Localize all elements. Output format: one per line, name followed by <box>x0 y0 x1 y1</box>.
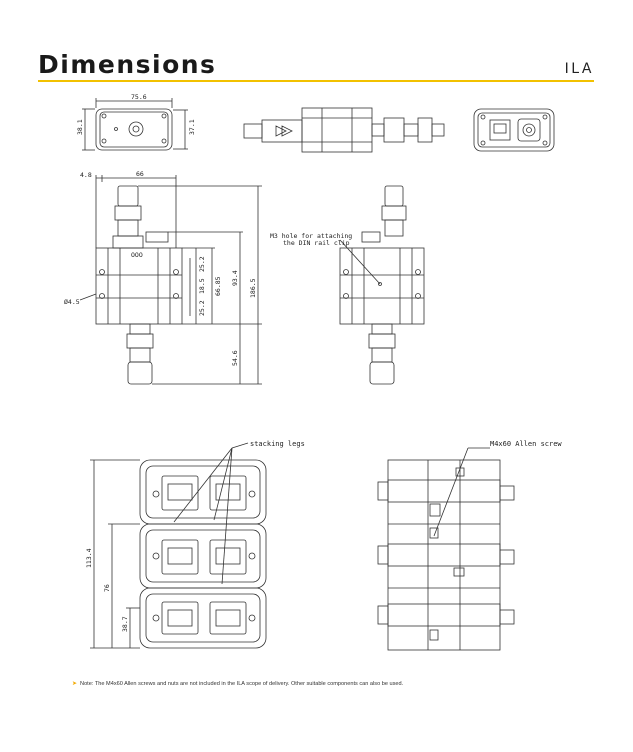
front-view-drawing: OOO <box>79 175 262 385</box>
dim-66-85: 66.85 <box>214 276 222 296</box>
stacking-legs-label: stacking legs <box>250 440 305 448</box>
side-view-din-drawing <box>339 185 425 385</box>
page-header: Dimensions ILA <box>38 50 594 84</box>
dim-top-height-right: 37.1 <box>188 119 196 135</box>
dim-stack-76: 76 <box>103 584 111 592</box>
m3-hole-label-line2: the DIN rail clip <box>283 239 350 247</box>
dim-186-5: 186.5 <box>249 278 257 298</box>
dim-18-5: 18.5 <box>198 278 206 294</box>
dim-stack-113-4: 113.4 <box>85 548 93 568</box>
dim-25-2-b: 25.2 <box>198 300 206 316</box>
page-title: Dimensions <box>38 50 217 79</box>
dim-top-width: 75.6 <box>131 93 147 101</box>
dim-hole-dia: Ø4.5 <box>64 298 80 306</box>
product-name: ILA <box>564 61 594 77</box>
dim-front-offset: 4.8 <box>80 171 92 179</box>
dim-93-4: 93.4 <box>231 270 239 286</box>
dim-top-height-left: 38.1 <box>76 119 84 135</box>
m3-hole-label-line1: M3 hole for attaching <box>270 232 352 240</box>
dim-25-2-a: 25.2 <box>198 256 206 272</box>
dim-stack-38-7: 38.7 <box>121 616 129 632</box>
allen-screw-label: M4x60 Allen screw <box>490 440 562 448</box>
footnote-arrow-icon: ➤ <box>72 681 78 687</box>
top-view-drawing <box>82 98 188 151</box>
dim-front-width: 66 <box>136 170 144 178</box>
stacked-front-view <box>90 442 267 649</box>
stacked-side-view <box>377 447 515 651</box>
header-rule <box>38 80 594 82</box>
footnote: ➤Note: The M4x60 Allen screws and nuts a… <box>72 680 403 687</box>
side-view-drawing <box>243 107 445 153</box>
footnote-text: Note: The M4x60 Allen screws and nuts ar… <box>80 681 404 687</box>
dim-54-6: 54.6 <box>231 350 239 366</box>
connector-face-view <box>473 108 555 152</box>
svg-text:OOO: OOO <box>131 251 143 259</box>
